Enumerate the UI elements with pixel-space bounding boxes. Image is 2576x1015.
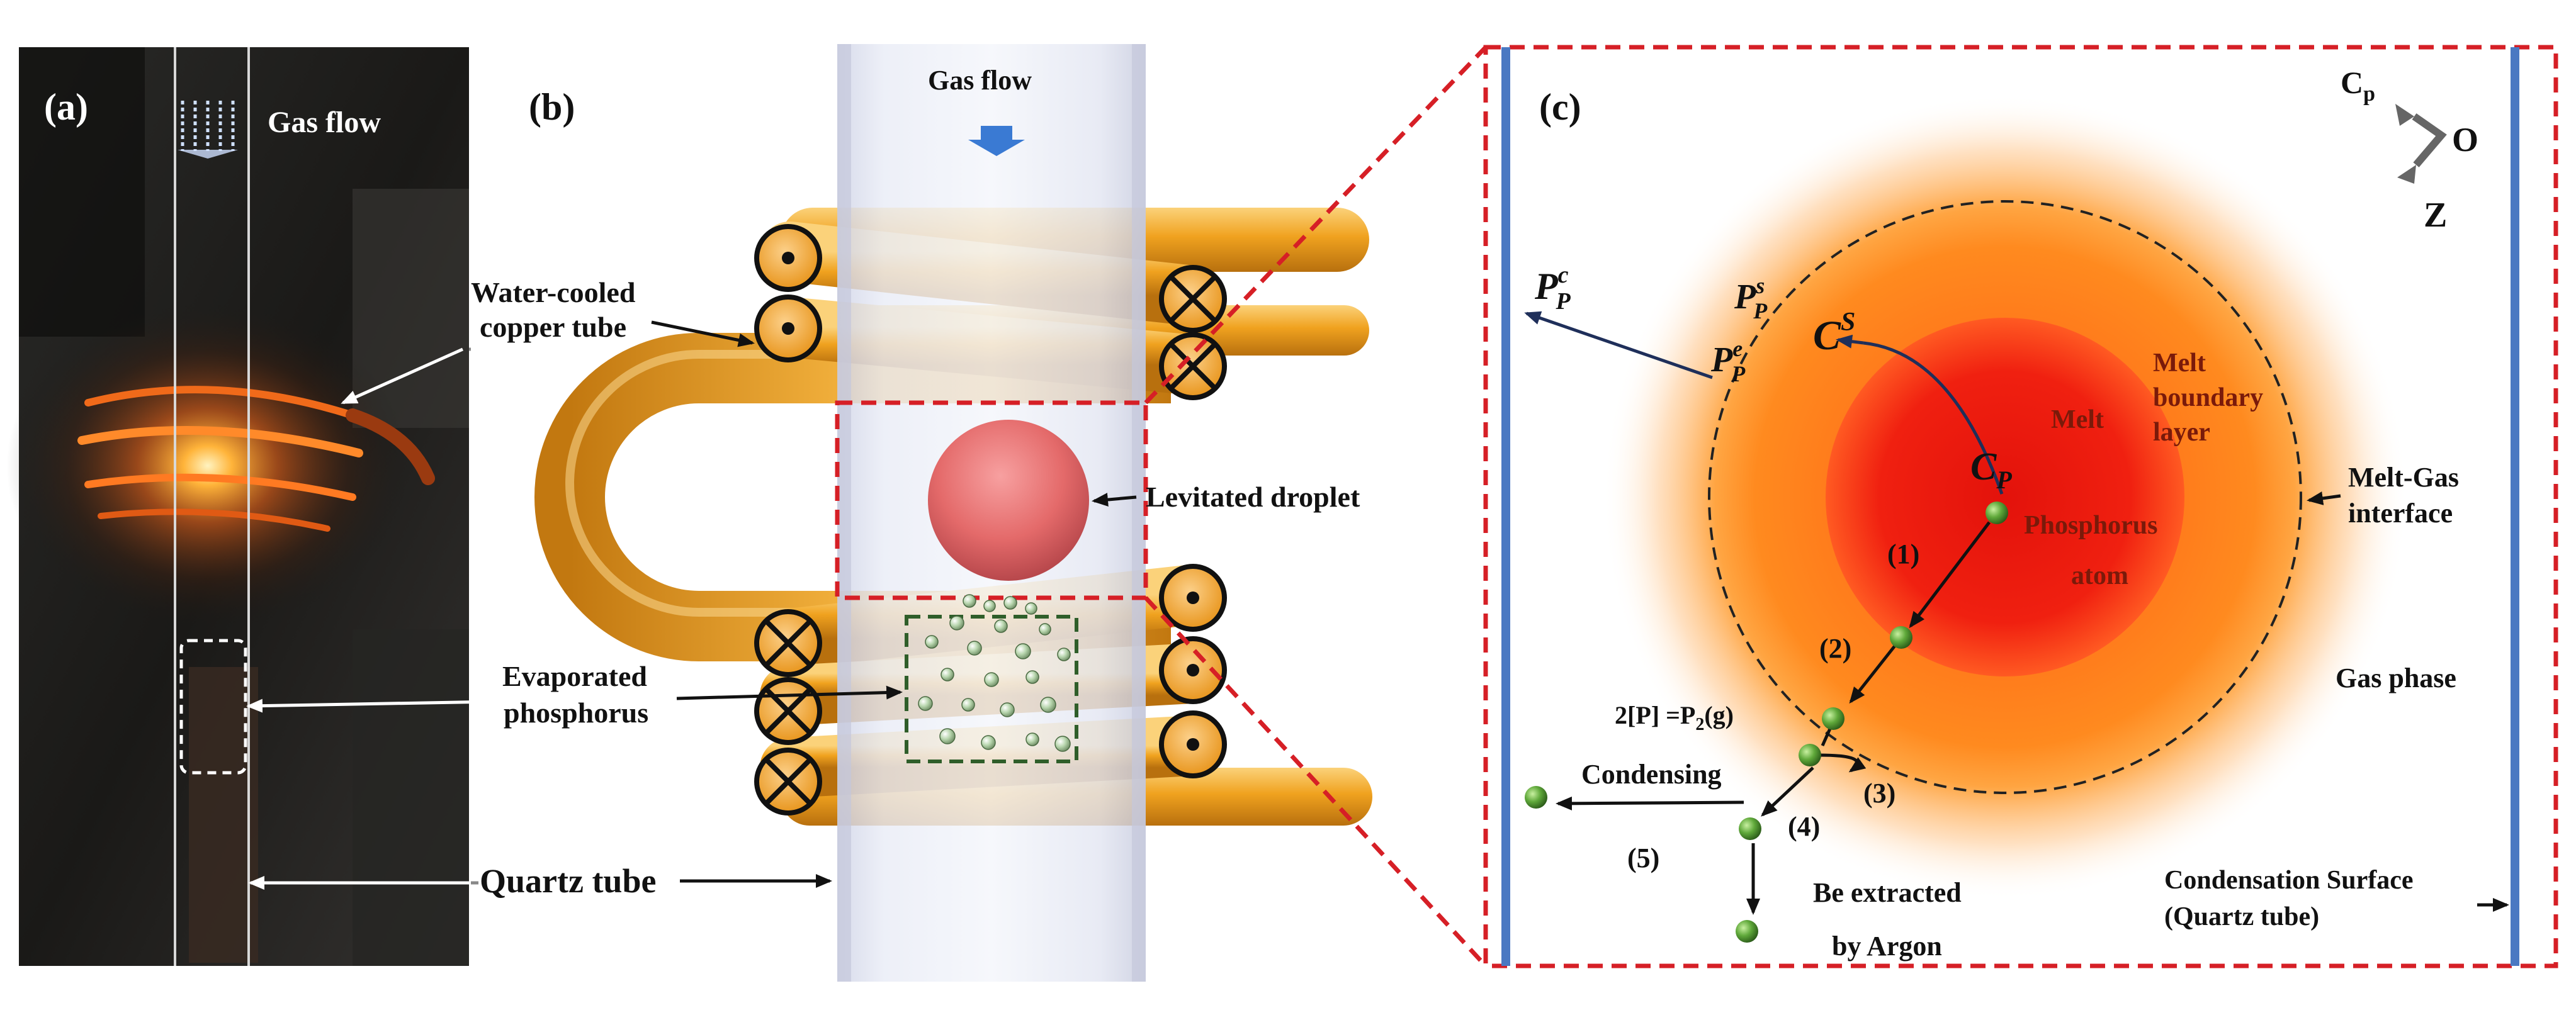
panel-b-tag: (b) <box>529 86 575 128</box>
cross-panel-arrows <box>246 347 495 890</box>
panel-c-tag: (c) <box>1539 86 1581 128</box>
label-melt-gas-2: interface <box>2348 498 2453 529</box>
glowing-coil <box>77 386 435 532</box>
water-cooled-label-1: Water-cooled <box>471 276 636 308</box>
label-melt-gas-1: Melt-Gas <box>2348 462 2459 493</box>
zoom-line-bottom <box>1144 596 1488 968</box>
step-1: (1) <box>1887 539 1919 569</box>
coil-sections-left-dot <box>754 224 822 362</box>
coil-sections-right-cross <box>1159 265 1227 400</box>
photo-gas-flow-label: Gas flow <box>268 106 381 139</box>
arrow-to-photo-coil <box>341 347 464 405</box>
evaporated-particles <box>918 594 1071 752</box>
orientation-indicator: Cp O Z <box>2341 65 2478 235</box>
gas-flow-label: Gas flow <box>928 65 1032 96</box>
orientation-o: O <box>2452 121 2478 159</box>
step-3: (3) <box>1863 778 1895 809</box>
coil-sections-right-dot <box>1159 564 1227 778</box>
droplet-pointer <box>1092 493 1137 507</box>
quartz-tube-label: Quartz tube <box>480 862 656 900</box>
photo-gas-flow-arrows <box>181 101 235 151</box>
label-melt-boundary-3: layer <box>2153 418 2210 447</box>
reaction-label: 2[P] =P2(g) <box>1615 701 1734 734</box>
levitated-droplet <box>928 420 1089 581</box>
panel-b: Gas flow Water-cooled copper tube Levita… <box>471 44 1372 982</box>
label-phosphorus-2: atom <box>2071 561 2128 590</box>
droplet-zoom-box <box>835 400 1148 600</box>
gas-flow-arrow <box>968 126 1025 156</box>
orientation-cp: Cp <box>2341 65 2375 106</box>
panel-a: (a) Gas flow <box>6 47 469 966</box>
label-gas-phase: Gas phase <box>2336 663 2456 693</box>
extract-label-1: Be extracted <box>1813 877 1962 908</box>
coil-sections-left-cross <box>754 609 822 816</box>
orientation-z: Z <box>2424 196 2447 235</box>
condensing-label: Condensing <box>1581 759 1722 790</box>
label-melt-boundary-2: boundary <box>2153 383 2263 412</box>
interface-pointer <box>2307 491 2341 505</box>
evaporated-label-1: Evaporated <box>502 660 647 692</box>
furnace-glow <box>6 302 409 629</box>
label-melt: Melt <box>2051 405 2104 434</box>
label-melt-boundary-1: Melt <box>2153 349 2206 378</box>
cs-arc <box>1863 341 2004 495</box>
zoom-line-top <box>1144 45 1488 405</box>
label-c-s: CS <box>1813 308 1855 359</box>
evaporated-label-2: phosphorus <box>504 697 648 729</box>
panel-a-tag: (a) <box>44 86 88 128</box>
photo-dashed-box <box>179 639 247 775</box>
phosphorus-pointer <box>676 685 903 700</box>
condensation-label-2: (Quartz tube) <box>2164 902 2319 931</box>
extract-label-2: by Argon <box>1832 931 1942 962</box>
label-phosphorus-1: Phosphorus <box>2024 511 2157 540</box>
levitated-droplet-label: Levitated droplet <box>1146 481 1360 513</box>
step-4: (4) <box>1788 811 1820 842</box>
label-c-p: CP <box>1970 446 2012 494</box>
phosphorus-box <box>905 615 1078 763</box>
copper-tube-pointer <box>651 320 755 347</box>
step-2: (2) <box>1819 633 1851 664</box>
pressure-line-c <box>1524 311 1713 379</box>
melt-gas-interface <box>1708 200 2302 794</box>
step-5: (5) <box>1627 843 1659 873</box>
water-cooled-label-2: copper tube <box>480 311 626 343</box>
arrow-to-photo-phosphorus <box>246 698 495 713</box>
condensation-label-1: Condensation Surface <box>2164 866 2414 895</box>
phosphorus-atoms <box>1525 502 2008 943</box>
melt-core <box>1826 318 2184 676</box>
